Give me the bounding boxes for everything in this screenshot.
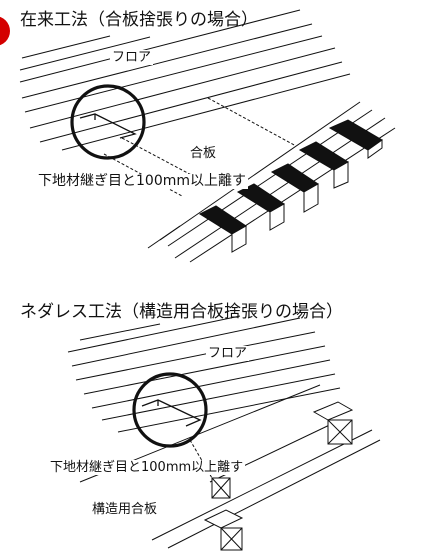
floor-label-2: フロア bbox=[206, 346, 250, 361]
board-joint-1 bbox=[79, 113, 137, 139]
plywood-label-2: 構造用合板 bbox=[90, 502, 160, 517]
joint-circle-1 bbox=[70, 84, 146, 160]
section-2-title: ネダレス工法（構造用合板捨張りの場合） bbox=[20, 302, 343, 322]
section-marker bbox=[0, 16, 10, 46]
seam-label-2: 下地材継ぎ目と100mm以上離す bbox=[48, 460, 246, 475]
plywood-label-1: 合板 bbox=[188, 146, 219, 161]
section-1-title: 在来工法（合板捨張りの場合） bbox=[20, 10, 258, 30]
plywood-sheet-1 bbox=[147, 101, 396, 263]
floor-boards-2 bbox=[67, 315, 341, 433]
seam-label-1: 下地材継ぎ目と100mm以上離す bbox=[36, 173, 248, 189]
board-joint-2 bbox=[141, 399, 202, 427]
floor-boards-1 bbox=[19, 9, 351, 151]
joists-1 bbox=[198, 119, 383, 253]
floor-label-1: フロア bbox=[110, 50, 154, 65]
joists-2 bbox=[203, 401, 354, 551]
